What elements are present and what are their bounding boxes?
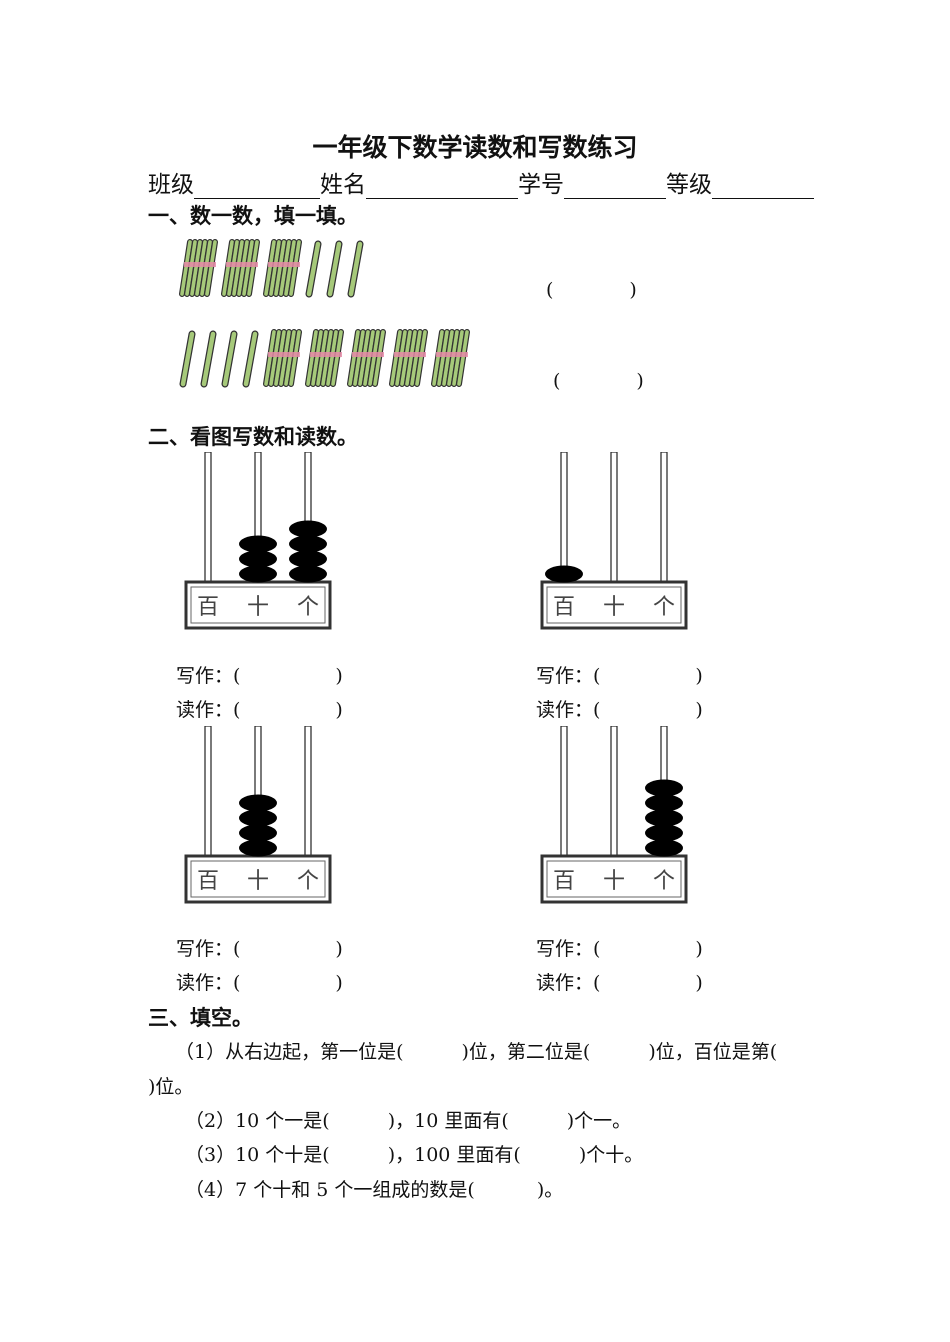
abacus-bead xyxy=(289,535,327,553)
abacus-bead xyxy=(645,809,683,827)
read-answer-4[interactable]: 读作：() xyxy=(536,972,703,994)
write-answer-4[interactable]: 写作：() xyxy=(536,938,703,960)
stick-bundle xyxy=(221,239,260,297)
write-answer-2[interactable]: 写作：() xyxy=(536,665,703,687)
write-answer-1[interactable]: 写作：() xyxy=(176,665,343,687)
abacus-bead xyxy=(239,824,277,842)
abacus-base xyxy=(184,580,332,630)
stick-bundles-row-1 xyxy=(179,239,364,298)
abacus-base xyxy=(540,854,688,904)
single-stick xyxy=(326,240,343,298)
single-stick xyxy=(242,330,259,388)
abacus-rod xyxy=(560,726,568,859)
abacus-bead xyxy=(645,839,683,857)
abacus-rod xyxy=(660,452,668,585)
class-label: 班级 xyxy=(148,172,194,198)
abacus-bead xyxy=(289,565,327,583)
abacus-bead xyxy=(545,565,583,583)
grade-field[interactable] xyxy=(712,172,814,199)
stick-bundle xyxy=(431,329,470,387)
abacus-bead xyxy=(239,565,277,583)
abacus-bead xyxy=(239,794,277,812)
question-2: （2）10 个一是()，10 里面有()个一。 xyxy=(185,1110,632,1132)
class-field[interactable] xyxy=(194,172,320,199)
abacus-bead xyxy=(239,809,277,827)
place-label: 百 xyxy=(553,869,575,894)
read-answer-1[interactable]: 读作：() xyxy=(176,699,343,721)
abacus-bead xyxy=(289,520,327,538)
abacus-rod xyxy=(610,726,618,859)
question-3: （3）10 个十是()，100 里面有()个十。 xyxy=(185,1144,644,1166)
abacus-rod xyxy=(560,452,568,585)
place-label: 百 xyxy=(553,595,575,620)
stick-bundle xyxy=(263,329,302,387)
single-stick xyxy=(179,330,196,388)
stick-bundle xyxy=(263,239,302,297)
abacus-rod xyxy=(204,726,212,859)
name-label: 姓名 xyxy=(320,172,366,198)
place-label: 个 xyxy=(297,869,319,894)
student-number-field[interactable] xyxy=(564,172,666,199)
place-label: 个 xyxy=(653,595,675,620)
abacus-bead xyxy=(239,535,277,553)
stick-bundle xyxy=(179,239,218,297)
answer-paren-1[interactable]: () xyxy=(546,279,637,301)
stick-bundles-row-2 xyxy=(179,329,470,388)
abacus-bead xyxy=(289,550,327,568)
place-label: 百 xyxy=(197,595,219,620)
stick-bundle xyxy=(305,329,344,387)
place-label: 十 xyxy=(603,595,625,620)
abacus-bead xyxy=(645,794,683,812)
read-answer-3[interactable]: 读作：() xyxy=(176,972,343,994)
page-title: 一年级下数学读数和写数练习 xyxy=(312,133,638,162)
read-answer-2[interactable]: 读作：() xyxy=(536,699,703,721)
abacus-bead xyxy=(239,550,277,568)
section-2-heading: 二、看图写数和读数。 xyxy=(148,424,358,449)
place-label: 十 xyxy=(247,869,269,894)
student-info-row: 班级 姓名 学号 等级 xyxy=(148,165,814,199)
single-stick xyxy=(221,330,238,388)
write-answer-3[interactable]: 写作：() xyxy=(176,938,343,960)
abacus-bead xyxy=(645,779,683,797)
stick-bundle xyxy=(347,329,386,387)
single-stick xyxy=(305,240,322,298)
student-number-label: 学号 xyxy=(518,172,564,198)
abacus-base xyxy=(540,580,688,630)
abacus-4: 百十个 xyxy=(540,726,688,904)
question-1: （1）从右边起，第一位是()位，第二位是()位，百位是第( xyxy=(175,1041,778,1063)
question-4: （4）7 个十和 5 个一组成的数是()。 xyxy=(185,1179,564,1201)
abacus-rod xyxy=(204,452,212,585)
abacus-rod xyxy=(304,726,312,859)
place-label: 个 xyxy=(297,595,319,620)
abacus-2: 百十个 xyxy=(540,452,688,630)
single-stick xyxy=(200,330,217,388)
name-field[interactable] xyxy=(366,172,518,199)
abacus-3: 百十个 xyxy=(184,726,332,904)
grade-label: 等级 xyxy=(666,172,712,198)
place-label: 十 xyxy=(247,595,269,620)
section-1-heading: 一、数一数，填一填。 xyxy=(148,203,358,228)
place-label: 百 xyxy=(197,869,219,894)
question-1-cont[interactable]: )位。 xyxy=(148,1076,194,1098)
place-label: 十 xyxy=(603,869,625,894)
abacus-bead xyxy=(645,824,683,842)
single-stick xyxy=(347,240,364,298)
abacus-1: 百十个 xyxy=(184,452,332,630)
answer-paren-2[interactable]: () xyxy=(553,370,644,392)
stick-bundle xyxy=(389,329,428,387)
abacus-bead xyxy=(239,839,277,857)
place-label: 个 xyxy=(653,869,675,894)
abacus-rod xyxy=(610,452,618,585)
section-3-heading: 三、填空。 xyxy=(148,1005,253,1030)
